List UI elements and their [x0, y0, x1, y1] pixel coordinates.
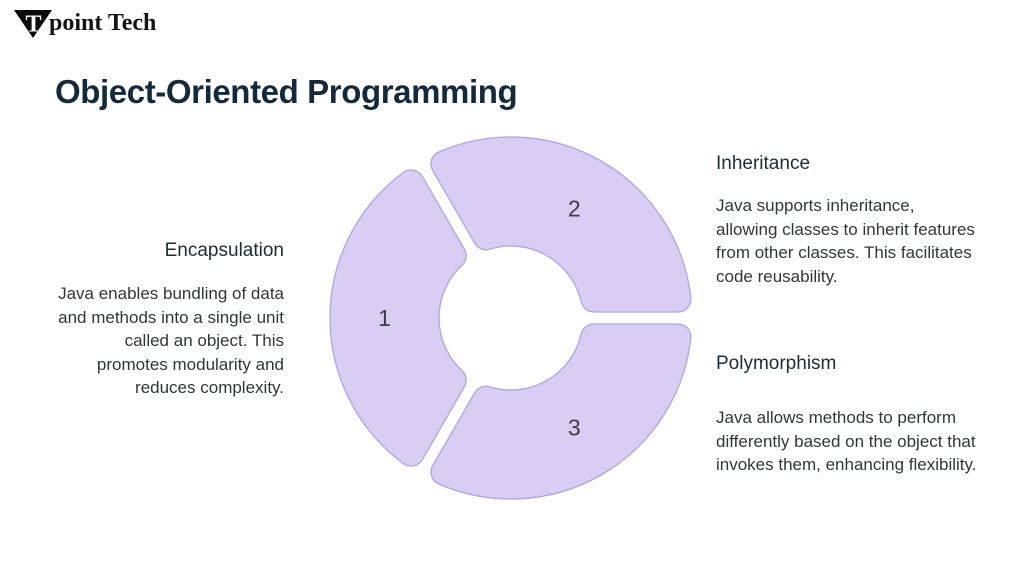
section-body-encapsulation: Java enables bundling of data and method… [58, 284, 284, 397]
section-heading-inheritance: Inheritance [716, 153, 811, 174]
oop-cycle-diagram: 1 2 3 [329, 136, 692, 500]
section-encapsulation: Encapsulation Java enables bundling of d… [0, 238, 284, 400]
section-heading-polymorphism: Polymorphism [716, 353, 837, 374]
section-inheritance: Inheritance Java supports inheritance, a… [716, 151, 1016, 288]
brand-name: point Tech [49, 10, 157, 36]
cycle-segment-2 [430, 136, 692, 313]
section-polymorphism: Polymorphism Java allows methods to perf… [716, 351, 1016, 477]
cycle-segment-3 [430, 323, 692, 500]
segment-number-3: 3 [568, 415, 581, 441]
brand-logo: T point Tech [14, 8, 156, 38]
section-body-polymorphism: Java allows methods to perform different… [716, 408, 977, 474]
brand-letter: T [25, 12, 41, 38]
triangle-shape [14, 10, 52, 38]
segment-number-2: 2 [568, 195, 581, 221]
page-title: Object-Oriented Programming [55, 73, 518, 110]
brand-triangle-icon: T [14, 10, 52, 38]
section-heading-encapsulation: Encapsulation [164, 240, 284, 261]
cycle-segment-1 [329, 169, 467, 467]
section-body-inheritance: Java supports inheritance, allowing clas… [716, 196, 975, 286]
segment-number-1: 1 [378, 305, 391, 331]
